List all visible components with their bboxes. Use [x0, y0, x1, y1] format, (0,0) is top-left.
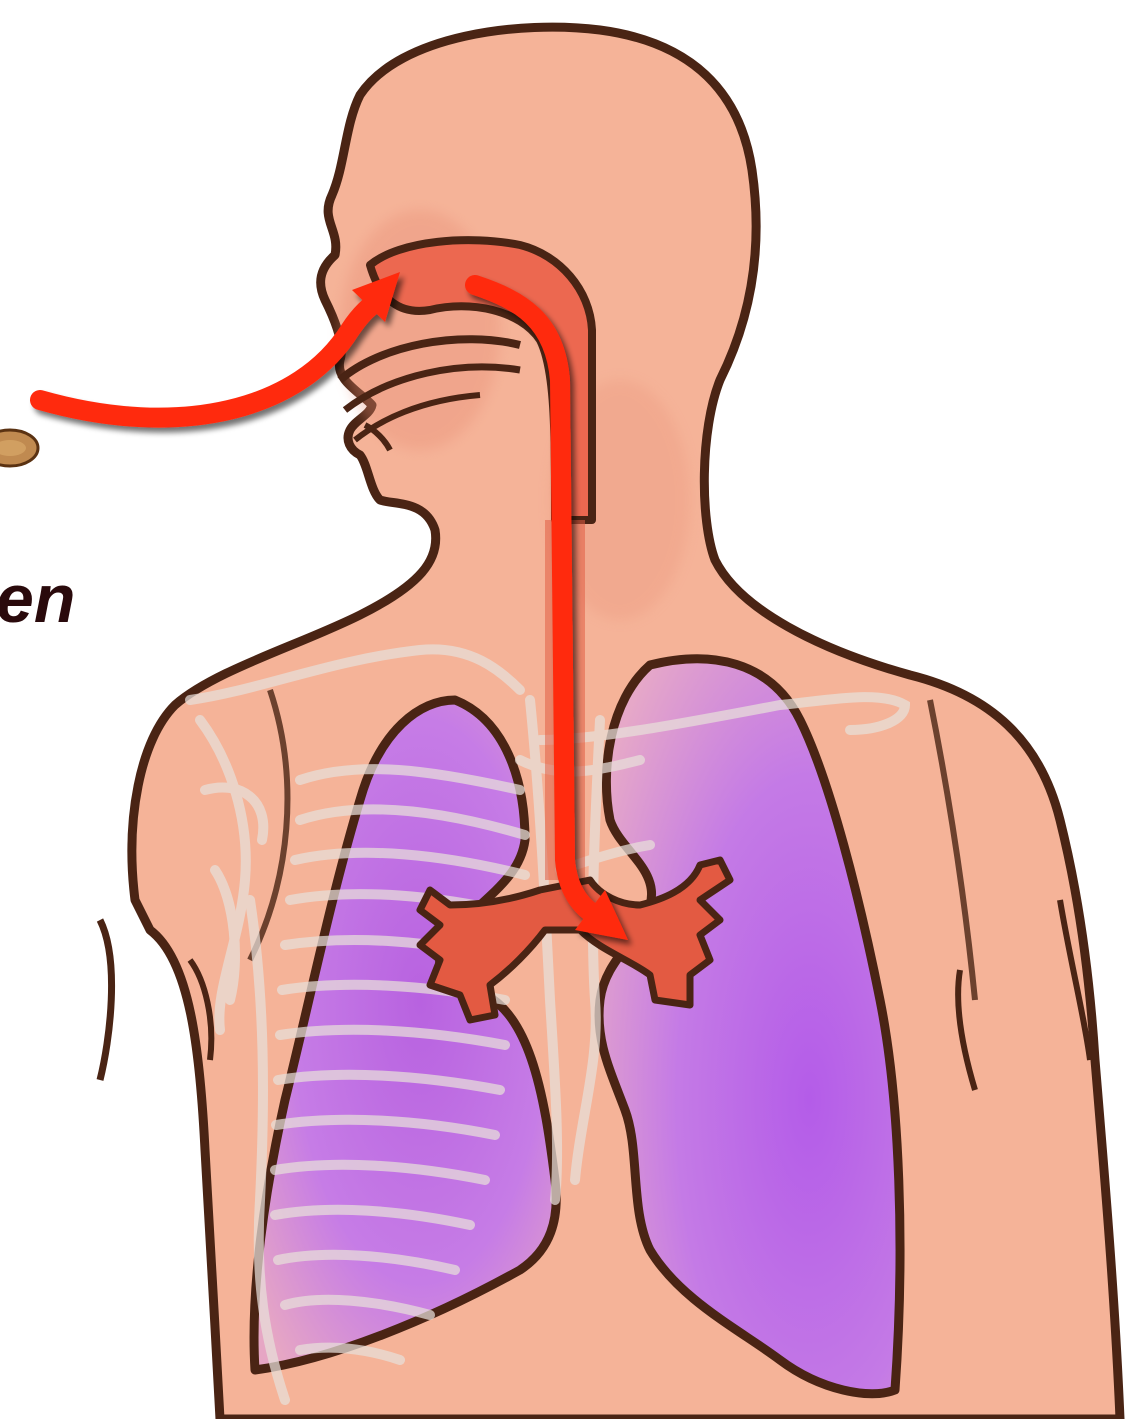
cut-off-label: en	[0, 565, 75, 633]
peanut-seed-icon	[0, 430, 38, 466]
